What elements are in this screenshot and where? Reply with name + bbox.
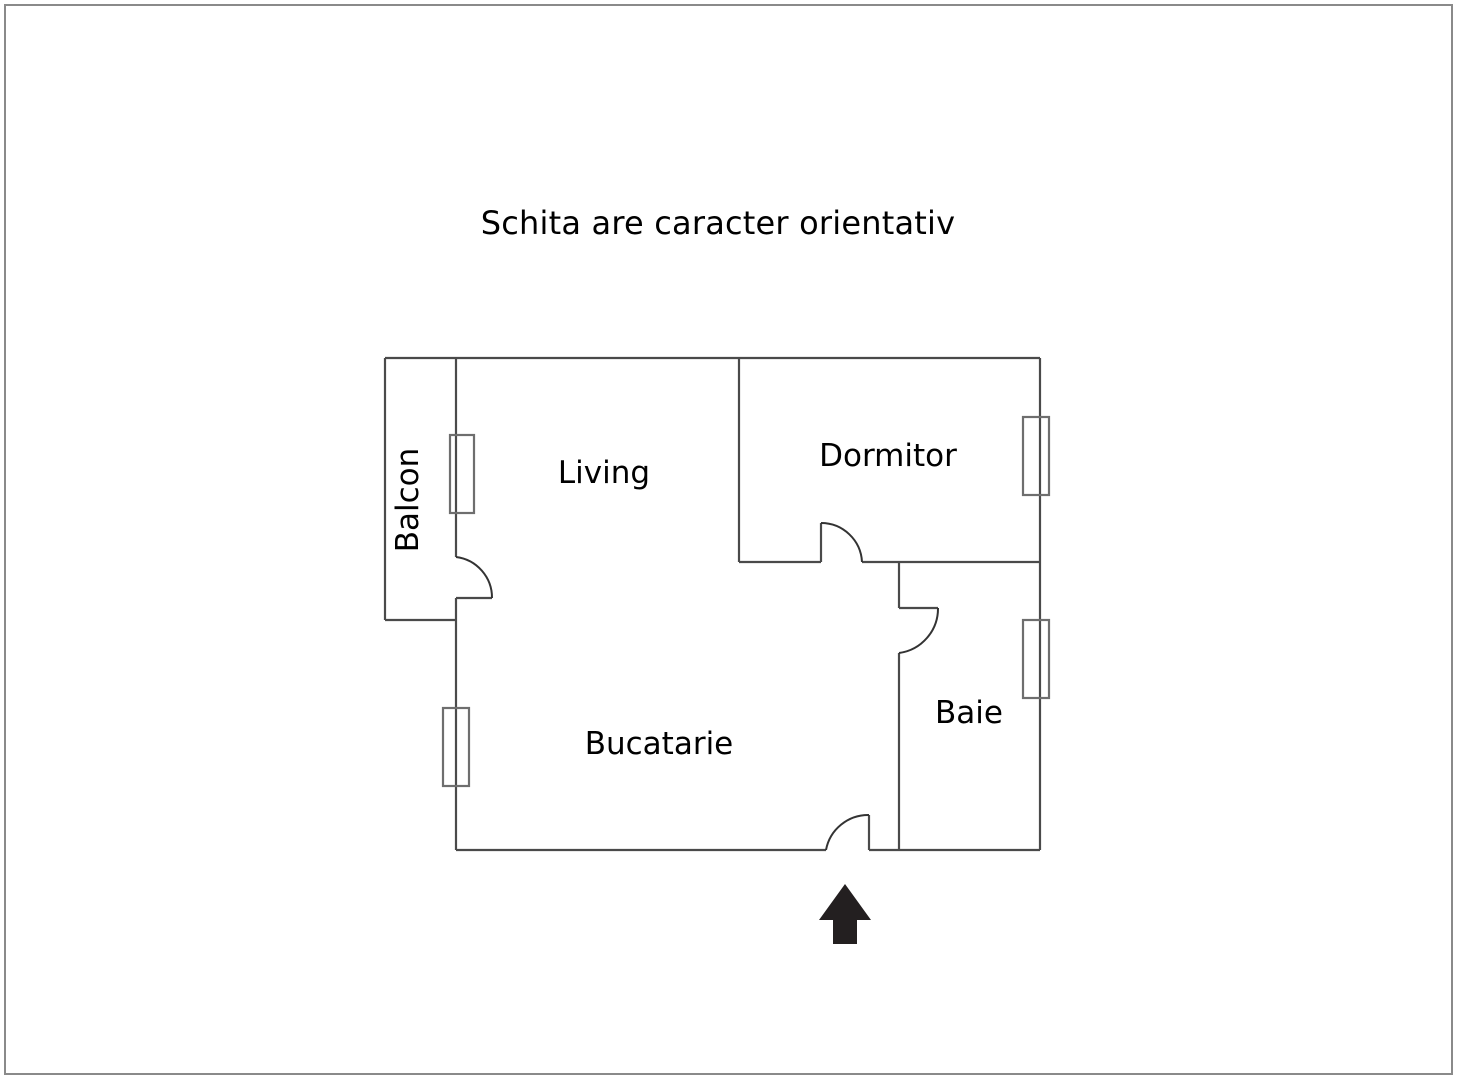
entrance-arrow [819,884,871,944]
window-baie-east [1021,618,1051,700]
window-living-west [448,433,476,515]
room-labels: Balcon Living Dormitor Bucatarie Baie [390,438,1003,762]
room-label-bucatarie: Bucatarie [585,726,734,762]
entrance-arrow-shape [819,884,871,944]
apartment-outline [454,356,1042,852]
room-label-baie: Baie [935,695,1003,731]
door-baie-arc [898,607,940,654]
interior-walls [737,358,1040,850]
balcony-outline [383,356,456,622]
room-label-living: Living [558,455,650,491]
door-balcon-arc [455,556,494,599]
door-dormitor-arc [820,521,863,563]
windows [441,415,1051,788]
room-label-balcon: Balcon [390,448,426,553]
room-label-dormitor: Dormitor [819,438,957,474]
door-entrance-arc [825,813,870,851]
page-title: Schita are caracter orientativ [480,204,956,242]
window-bucatarie-west [441,706,471,788]
window-dormitor-east [1021,415,1051,497]
door-swings [455,521,940,851]
